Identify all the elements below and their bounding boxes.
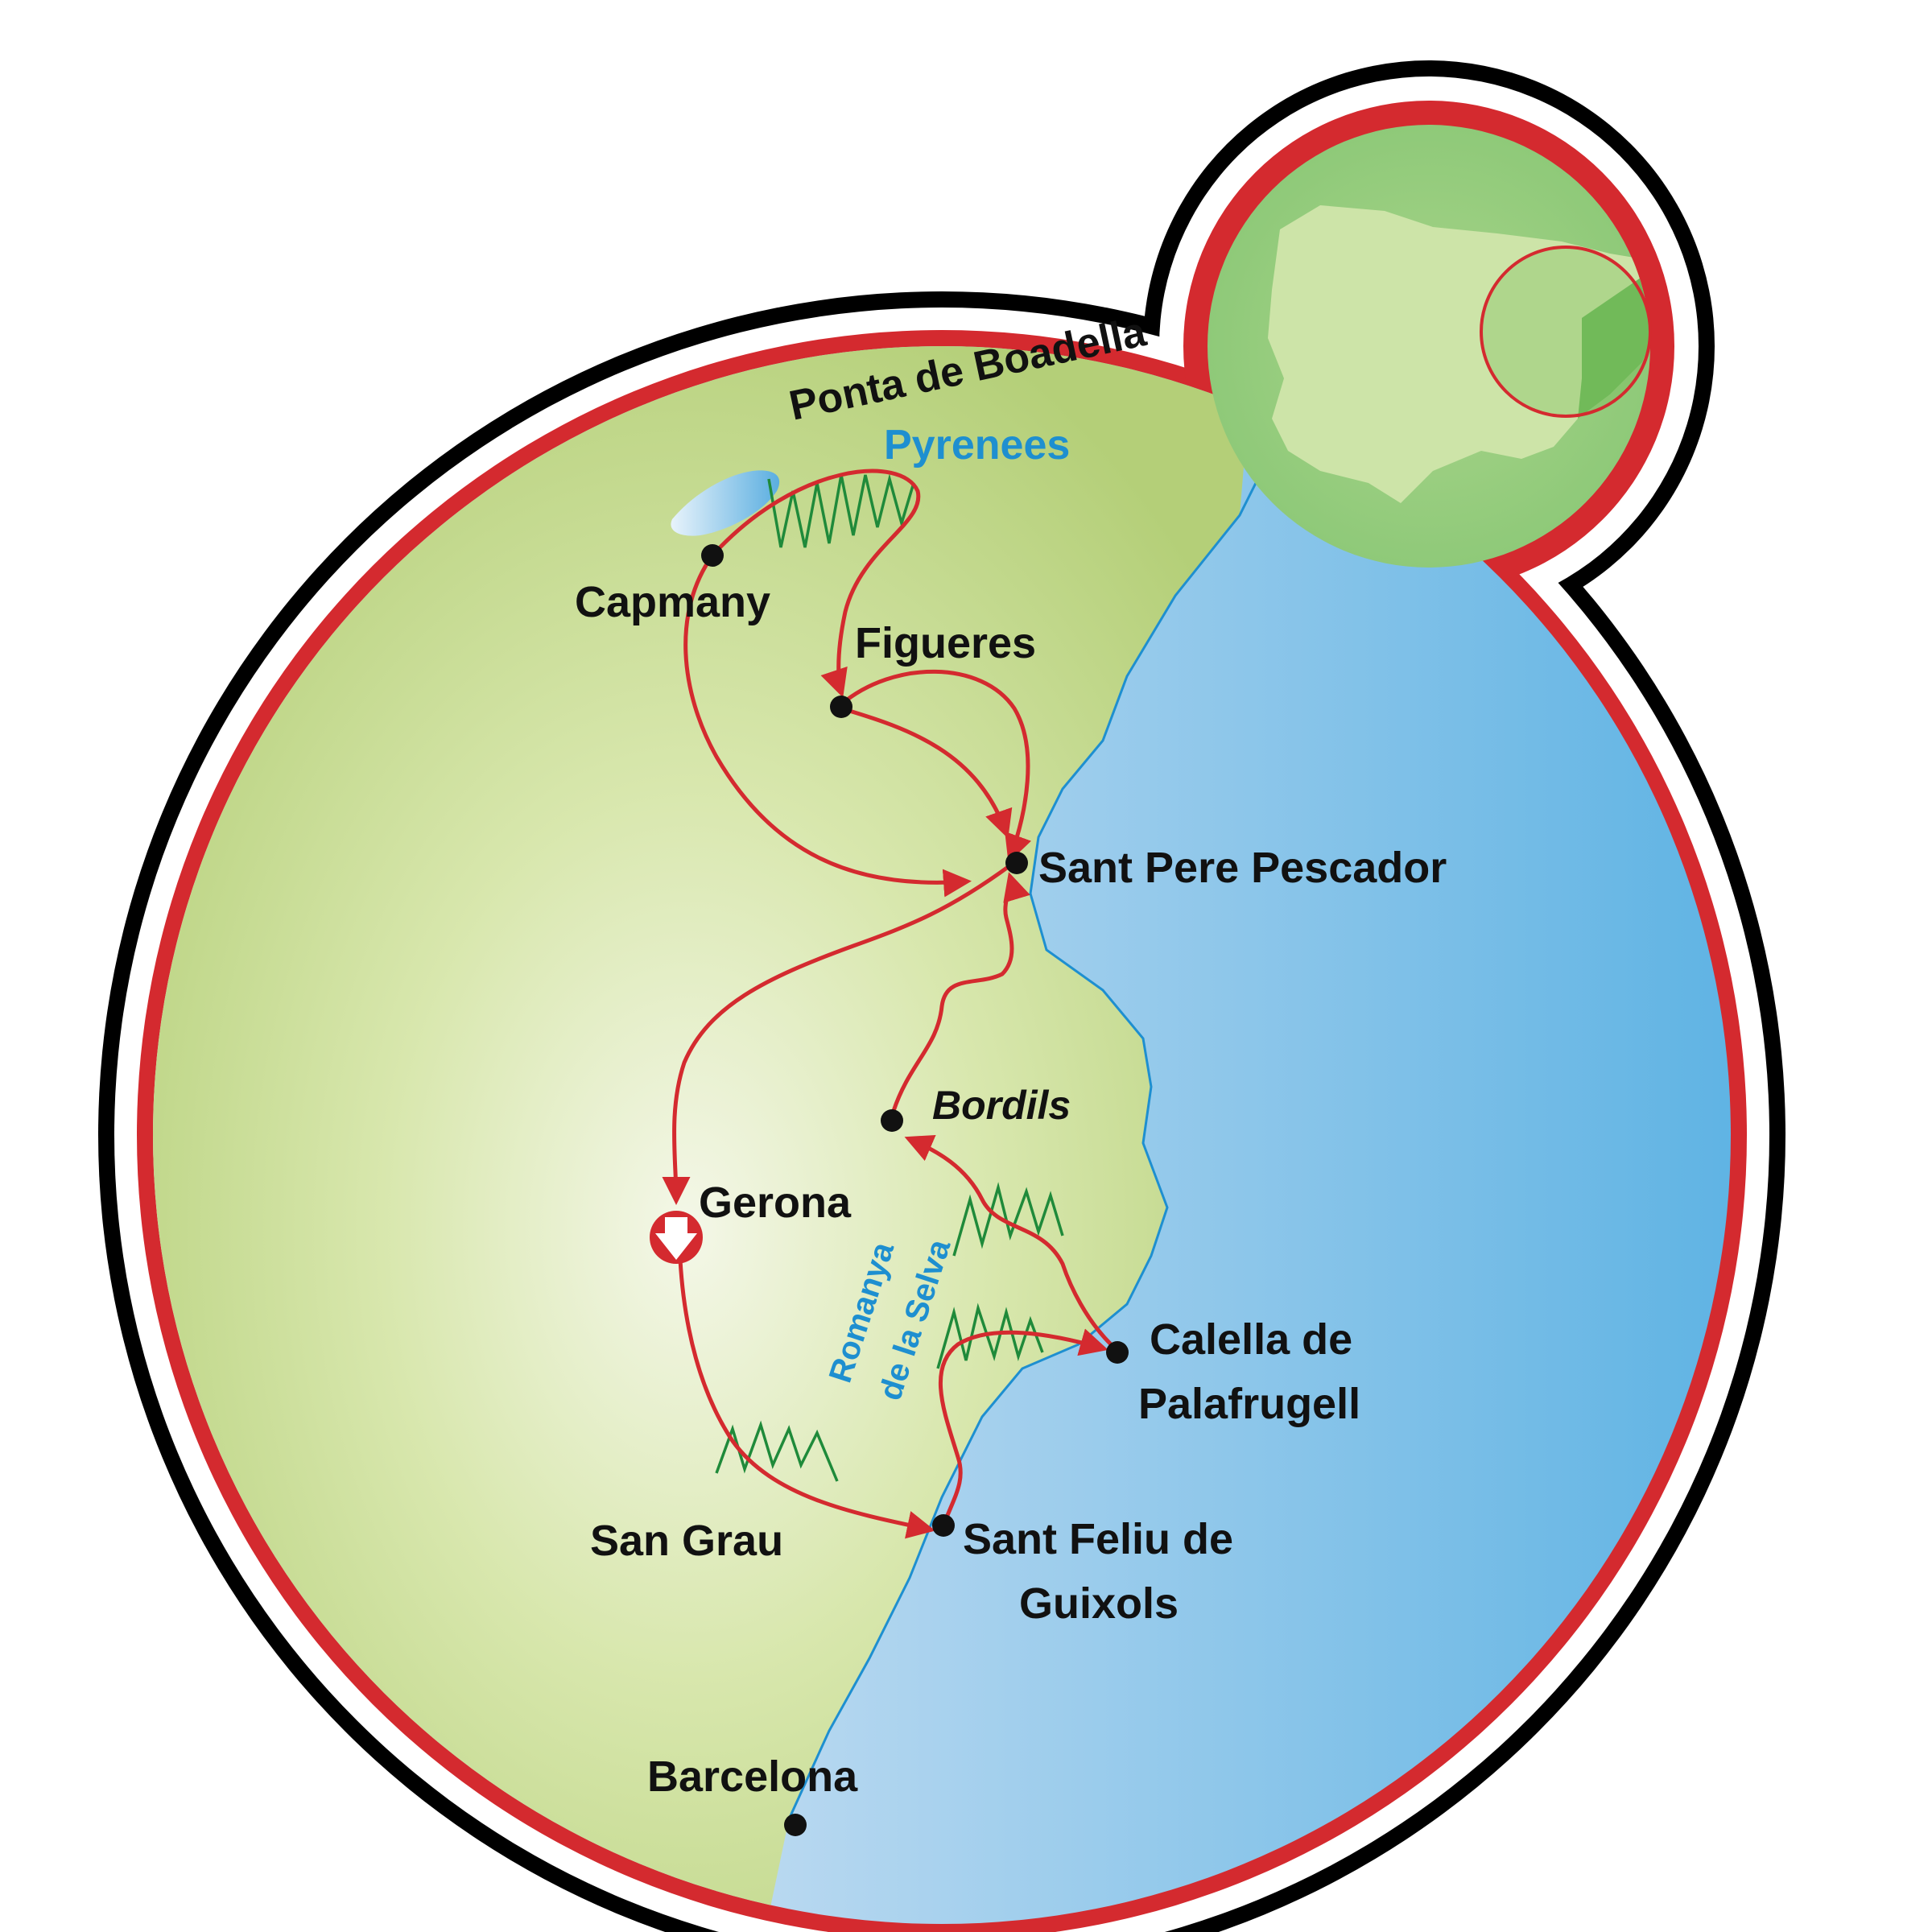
iberia-shape (1268, 205, 1650, 503)
label-figueres: Figueres (855, 619, 1036, 667)
route-segment (662, 863, 1013, 1205)
label-pyrenees: Pyrenees (884, 422, 1070, 469)
town-markers (650, 544, 1129, 1836)
town-marker-capmany[interactable] (701, 544, 724, 567)
label-sant-pere-pescador: Sant Pere Pescador (1038, 844, 1447, 892)
town-marker-sant-feliu[interactable] (932, 1514, 955, 1537)
label-gerona: Gerona (699, 1179, 852, 1227)
region-highlight-circle (1480, 246, 1652, 418)
label-san-grau: San Grau (590, 1517, 783, 1565)
route-segment (683, 553, 972, 898)
label-barcelona: Barcelona (647, 1752, 858, 1801)
route-segment (839, 669, 1032, 863)
label-capmany: Capmany (575, 578, 770, 626)
town-marker-sant-pere[interactable] (1005, 852, 1028, 874)
label-guixols: Guixols (1019, 1579, 1179, 1628)
catalonia-highlight (1578, 266, 1650, 419)
start-marker-icon[interactable] (650, 1211, 703, 1264)
map-labels: Ponta de Boadella Pyrenees Capmany Figue… (575, 308, 1447, 1801)
mountain-icon (952, 1182, 1064, 1257)
route-segment (710, 469, 921, 698)
route-segment (891, 872, 1030, 1113)
town-marker-bordils[interactable] (881, 1109, 903, 1132)
inset-locator-map (1208, 125, 1652, 568)
town-marker-barcelona[interactable] (784, 1814, 807, 1836)
land (153, 346, 1256, 1924)
lake-icon (671, 470, 780, 536)
route-segment (678, 1257, 935, 1539)
route-segment (938, 1328, 1108, 1528)
main-map (153, 346, 1731, 1924)
label-calella-de: Calella de (1150, 1315, 1352, 1364)
coastline (787, 482, 1257, 1820)
mountain-icon (715, 1420, 839, 1482)
town-marker-calella[interactable] (1106, 1341, 1129, 1364)
route-segment (904, 1134, 1113, 1347)
label-sant-feliu-de: Sant Feliu de (963, 1515, 1233, 1563)
label-palafrugell: Palafrugell (1138, 1380, 1360, 1428)
label-bordils: Bordils (932, 1083, 1071, 1128)
tour-route (662, 469, 1113, 1539)
town-marker-figueres[interactable] (830, 696, 852, 718)
route-segment (839, 706, 1013, 839)
